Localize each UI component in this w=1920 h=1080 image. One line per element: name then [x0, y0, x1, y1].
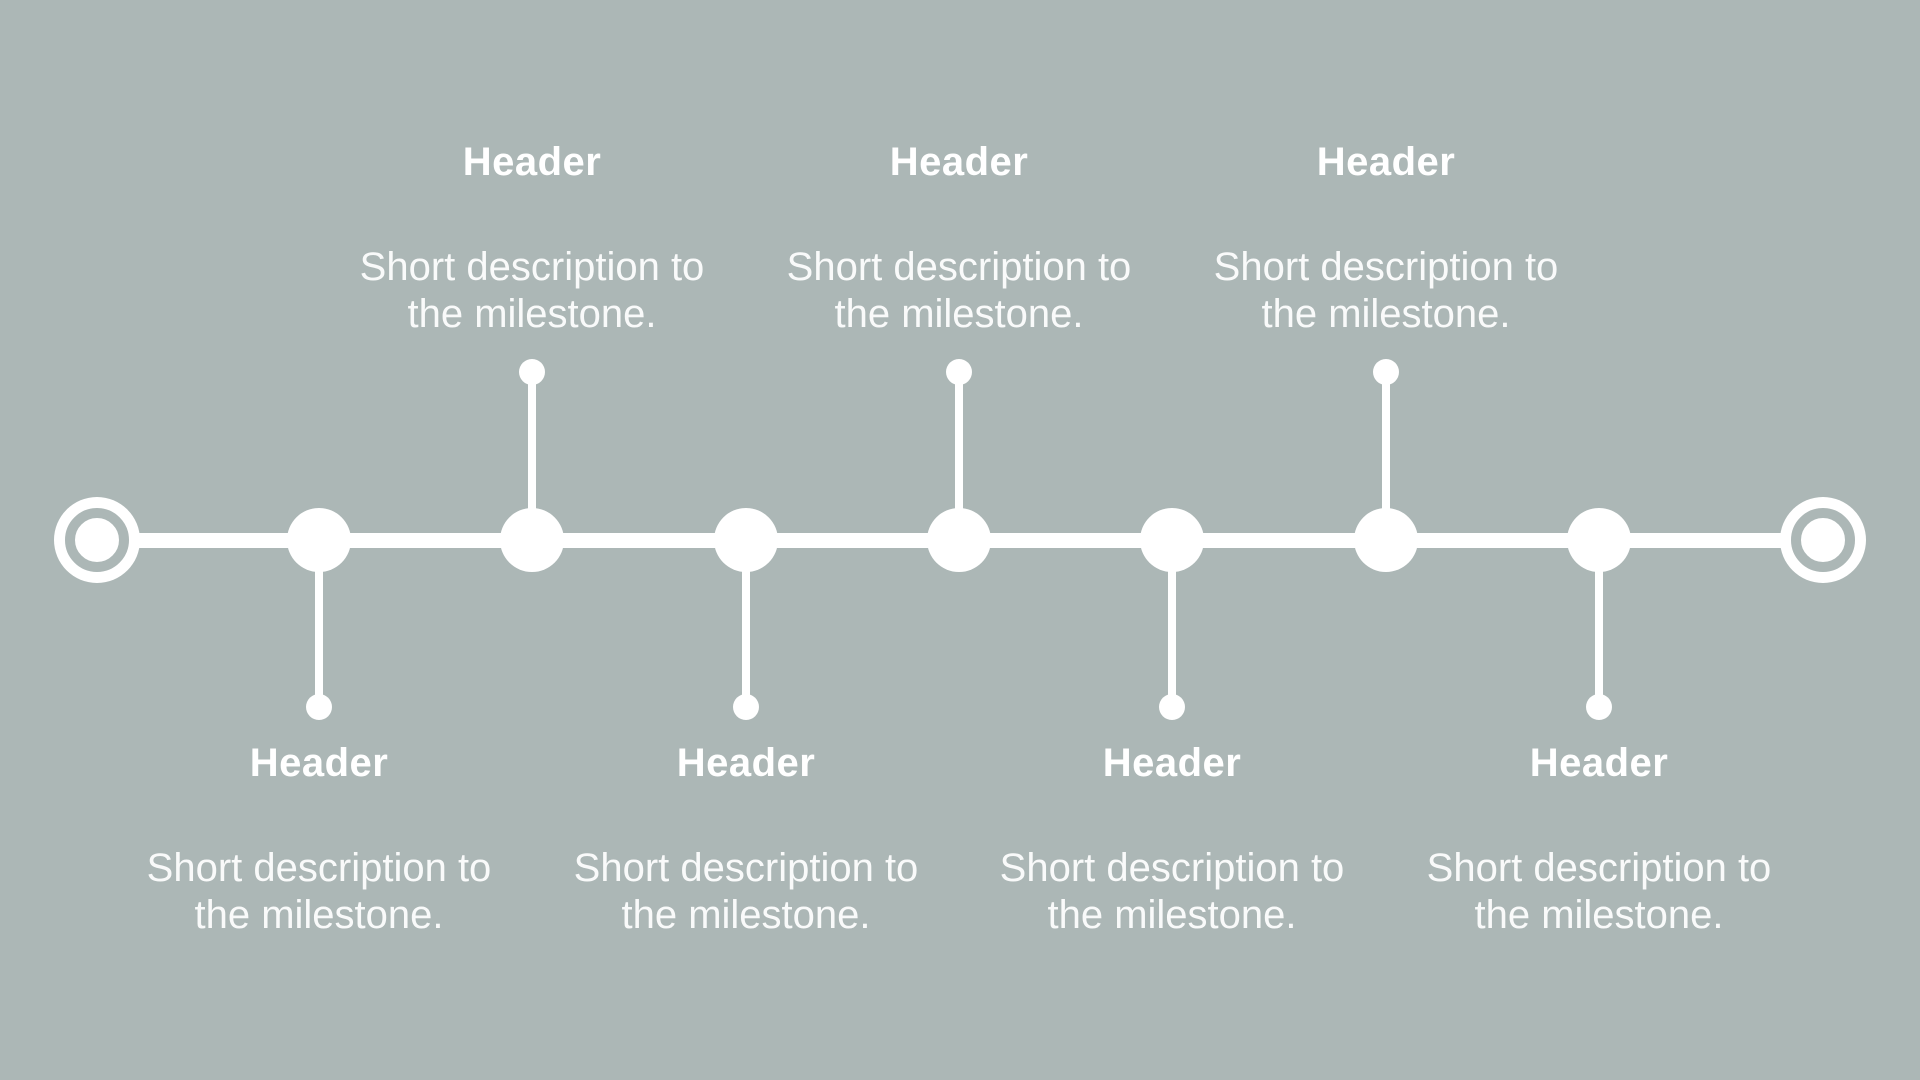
- milestone-tip-dot-icon: [946, 359, 972, 385]
- milestone-header: Header: [1529, 741, 1669, 785]
- milestone-tip-dot-icon: [1586, 694, 1612, 720]
- milestone-description-line: Short description to: [999, 846, 1345, 890]
- milestone-connector: [315, 540, 323, 708]
- milestone-node-icon: [1140, 508, 1204, 572]
- milestone-description: Short description to the milestone.: [342, 244, 722, 338]
- milestone-description-line: Short description to: [359, 245, 705, 289]
- milestone-description-line: the milestone.: [621, 893, 871, 937]
- milestone-node-icon: [927, 508, 991, 572]
- milestone-header: Header: [889, 140, 1029, 184]
- milestone-description: Short description to the milestone.: [1409, 845, 1789, 939]
- milestone-node-icon: [287, 508, 351, 572]
- milestone-header: Header: [249, 741, 389, 785]
- milestone-node-icon: [500, 508, 564, 572]
- milestone-description-line: Short description to: [146, 846, 492, 890]
- milestone-description: Short description to the milestone.: [982, 845, 1362, 939]
- milestone-description-line: the milestone.: [407, 292, 657, 336]
- milestone-description: Short description to the milestone.: [769, 244, 1149, 338]
- milestone-node-icon: [714, 508, 778, 572]
- milestone-connector: [1382, 372, 1390, 540]
- ring-inner-circle: [65, 508, 129, 572]
- milestone-description-line: the milestone.: [1474, 893, 1724, 937]
- milestone-description-line: the milestone.: [1047, 893, 1297, 937]
- milestone-connector: [742, 540, 750, 708]
- milestone-connector: [1595, 540, 1603, 708]
- milestone-description: Short description to the milestone.: [1196, 244, 1576, 338]
- milestone-header: Header: [1316, 140, 1456, 184]
- milestone-description-line: the milestone.: [194, 893, 444, 937]
- milestone-description-line: Short description to: [1213, 245, 1559, 289]
- milestone-tip-dot-icon: [1373, 359, 1399, 385]
- milestone-node-icon: [1567, 508, 1631, 572]
- milestone-description-line: Short description to: [1426, 846, 1772, 890]
- milestone-description: Short description to the milestone.: [129, 845, 509, 939]
- milestone-connector: [955, 372, 963, 540]
- milestone-tip-dot-icon: [306, 694, 332, 720]
- milestone-description-line: Short description to: [573, 846, 919, 890]
- timeline-end-ring-icon: [1780, 497, 1866, 583]
- ring-inner-circle: [1791, 508, 1855, 572]
- milestone-description-line: the milestone.: [834, 292, 1084, 336]
- milestone-tip-dot-icon: [733, 694, 759, 720]
- milestone-connector: [528, 372, 536, 540]
- milestone-description-line: Short description to: [786, 245, 1132, 289]
- milestone-connector: [1168, 540, 1176, 708]
- milestone-description-line: the milestone.: [1261, 292, 1511, 336]
- milestone-header: Header: [1102, 741, 1242, 785]
- milestone-header: Header: [676, 741, 816, 785]
- milestone-tip-dot-icon: [519, 359, 545, 385]
- milestone-tip-dot-icon: [1159, 694, 1185, 720]
- timeline-start-ring-icon: [54, 497, 140, 583]
- milestone-node-icon: [1354, 508, 1418, 572]
- milestone-header: Header: [462, 140, 602, 184]
- milestone-description: Short description to the milestone.: [556, 845, 936, 939]
